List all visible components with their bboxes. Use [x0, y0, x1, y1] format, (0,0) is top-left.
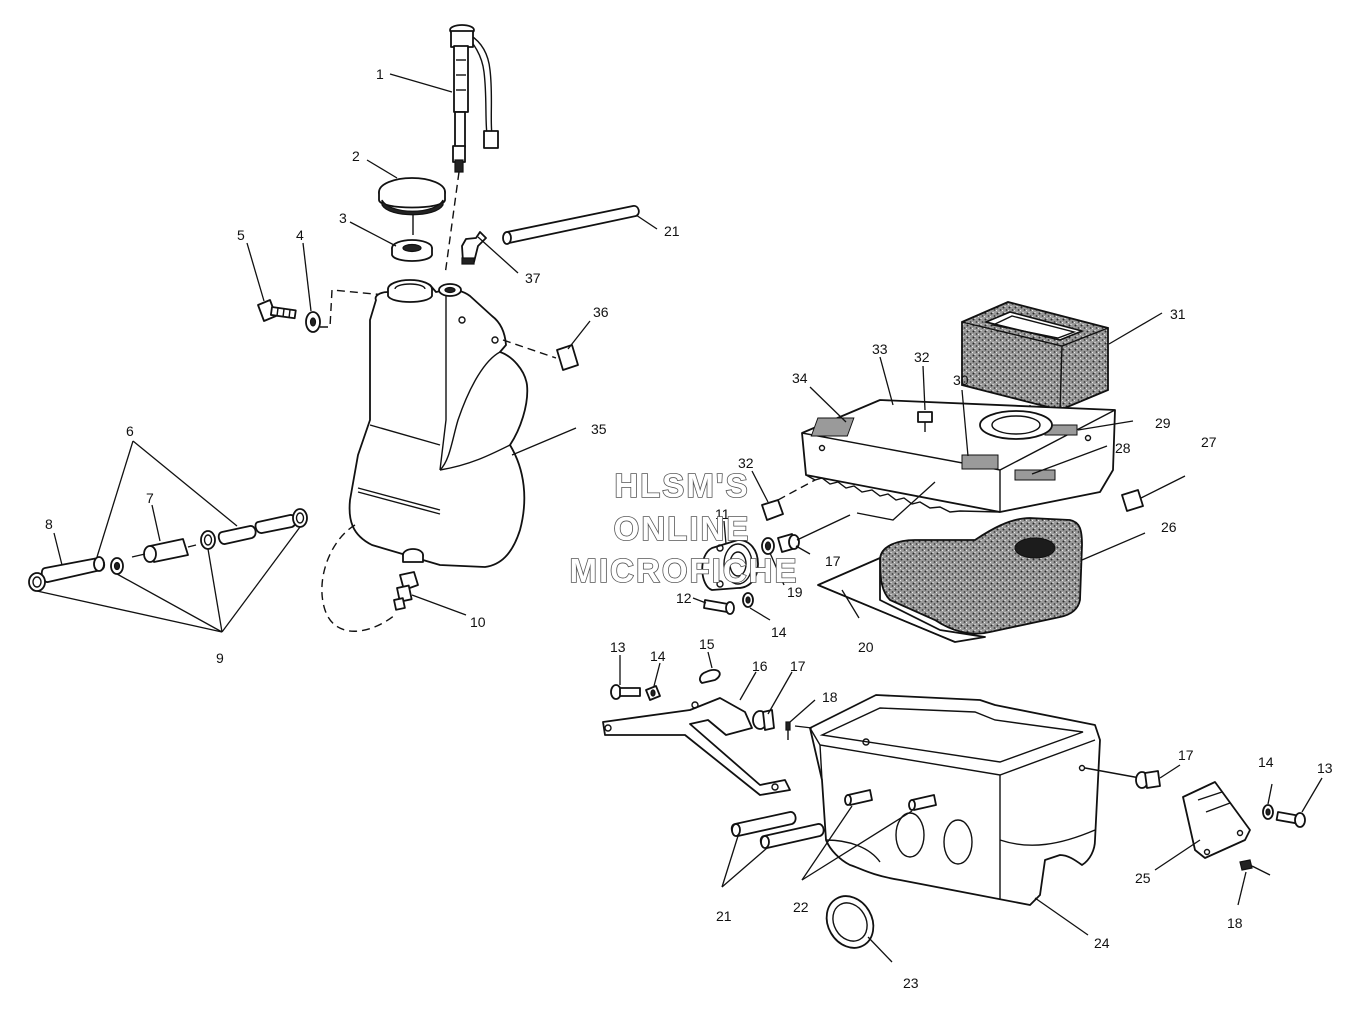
watermark-line: MICROFICHE	[570, 552, 799, 589]
callout-label: 7	[146, 490, 154, 506]
callout-label: 3	[339, 210, 347, 226]
callout-label: 17	[790, 658, 806, 674]
callout-label: 27	[1201, 434, 1217, 450]
flat-washer	[305, 311, 321, 333]
boot-lock-washer	[742, 592, 754, 608]
mount-plate	[1182, 781, 1251, 859]
boot-screw	[703, 599, 735, 615]
plate-bolt	[1275, 811, 1306, 828]
retaining-clip	[699, 668, 721, 684]
callout-label: 14	[1258, 754, 1274, 770]
vent-hose-top	[502, 205, 640, 245]
callout-label: 15	[699, 636, 715, 652]
support-bracket	[602, 697, 791, 796]
callout-label: 13	[1317, 760, 1333, 776]
callout-label: 32	[738, 455, 754, 471]
cap-gasket	[391, 239, 433, 262]
watermark-line: HLSM'S	[614, 467, 749, 504]
silencer-gasket	[817, 557, 986, 643]
leader-lines-airbox	[692, 312, 1186, 621]
plate-grommet	[1135, 770, 1161, 789]
mounting-bolt	[257, 299, 297, 322]
callout-label: 13	[610, 639, 626, 655]
battery-box	[809, 694, 1101, 906]
callout-label: 17	[1178, 747, 1194, 763]
callout-label: 12	[676, 590, 692, 606]
plate-washer	[1262, 804, 1274, 820]
callout-label: 37	[525, 270, 541, 286]
callout-label: 34	[792, 370, 808, 386]
callout-label: 22	[793, 899, 809, 915]
assembly-line	[320, 289, 386, 328]
bracket-bolt	[610, 684, 641, 700]
callout-label: 35	[591, 421, 607, 437]
callout-label: 25	[1135, 870, 1151, 886]
callout-label: 5	[237, 227, 245, 243]
level-sender	[449, 24, 499, 173]
plate-screw	[1239, 859, 1271, 876]
callout-label: 14	[650, 648, 666, 664]
cover-clip	[917, 411, 933, 432]
callout-label: 24	[1094, 935, 1110, 951]
leader-lines-battery	[619, 651, 1323, 963]
callout-label: 8	[45, 516, 53, 532]
callout-label: 32	[914, 349, 930, 365]
callout-label: 4	[296, 227, 304, 243]
boot-grommet	[777, 533, 800, 553]
callout-label: 6	[126, 423, 134, 439]
tank-clip	[502, 339, 579, 371]
vent-hoses-lower	[730, 811, 825, 849]
vent-elbow-fitting	[461, 231, 487, 265]
oil-tank	[348, 279, 529, 568]
callout-label: 21	[716, 908, 732, 924]
callout-label: 31	[1170, 306, 1186, 322]
bracket-grommet	[752, 709, 775, 731]
callout-label: 26	[1161, 519, 1177, 535]
callout-label: 2	[352, 148, 360, 164]
callout-label: 18	[1227, 915, 1243, 931]
oil-outlet-fitting	[393, 571, 419, 611]
callout-labels: 1 2 3 4 5 37 21 36 35 6 7 8 9 10 31 33 3…	[45, 66, 1333, 991]
callout-label: 33	[872, 341, 888, 357]
bracket-screw	[785, 721, 791, 740]
cover-clip-lower	[761, 479, 816, 521]
foam-silencer	[879, 517, 1083, 635]
callout-label: 36	[593, 304, 609, 320]
callout-label: 17	[825, 553, 841, 569]
air-filter-foam	[961, 301, 1109, 411]
oil-tank-assembly	[28, 24, 658, 633]
drain-grommet	[825, 895, 875, 949]
callout-label: 30	[953, 372, 969, 388]
callout-label: 20	[858, 639, 874, 655]
callout-label: 23	[903, 975, 919, 991]
callout-label: 16	[752, 658, 768, 674]
boot-washer	[761, 537, 775, 555]
callout-label: 21	[664, 223, 680, 239]
callout-label: 10	[470, 614, 486, 630]
leader-lines-left	[36, 73, 658, 633]
oil-line-group	[28, 508, 308, 592]
callout-label: 14	[771, 624, 787, 640]
intake-boot	[701, 539, 759, 591]
assembly-line	[321, 524, 396, 632]
filler-cap	[378, 177, 446, 216]
bracket-washer	[645, 685, 661, 701]
callout-label: 29	[1155, 415, 1171, 431]
air-box-cover	[801, 399, 1116, 513]
callout-label: 28	[1115, 440, 1131, 456]
watermark: HLSM'S ONLINE MICROFICHE	[569, 466, 799, 590]
watermark-line: ONLINE	[614, 510, 751, 547]
callout-label: 11	[715, 506, 730, 522]
battery-box-assembly	[602, 651, 1323, 963]
callout-label: 9	[216, 650, 224, 666]
callout-label: 19	[787, 584, 803, 600]
callout-label: 18	[822, 689, 838, 705]
assembly-line	[444, 171, 460, 276]
air-box-clip	[1121, 489, 1144, 512]
air-box-assembly	[692, 301, 1186, 643]
callout-label: 1	[376, 66, 384, 82]
